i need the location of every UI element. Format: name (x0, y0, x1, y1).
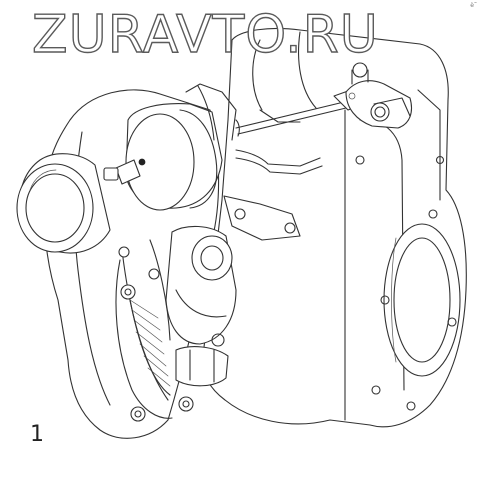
watermark-text: ZURAVTO.RU (32, 6, 379, 56)
corner-mark: è˜ (470, 2, 477, 9)
watermark: ZURAVTO.RU (31, 6, 379, 56)
compressor-inlet (16, 153, 111, 254)
figure-index-label: 1 (30, 422, 44, 447)
wastegate-lever (345, 62, 413, 129)
wastegate-actuator (103, 83, 301, 241)
oil-line (235, 109, 323, 175)
housing-bolts (118, 246, 194, 422)
turbine-housing (202, 27, 467, 428)
center-housing (165, 225, 237, 387)
